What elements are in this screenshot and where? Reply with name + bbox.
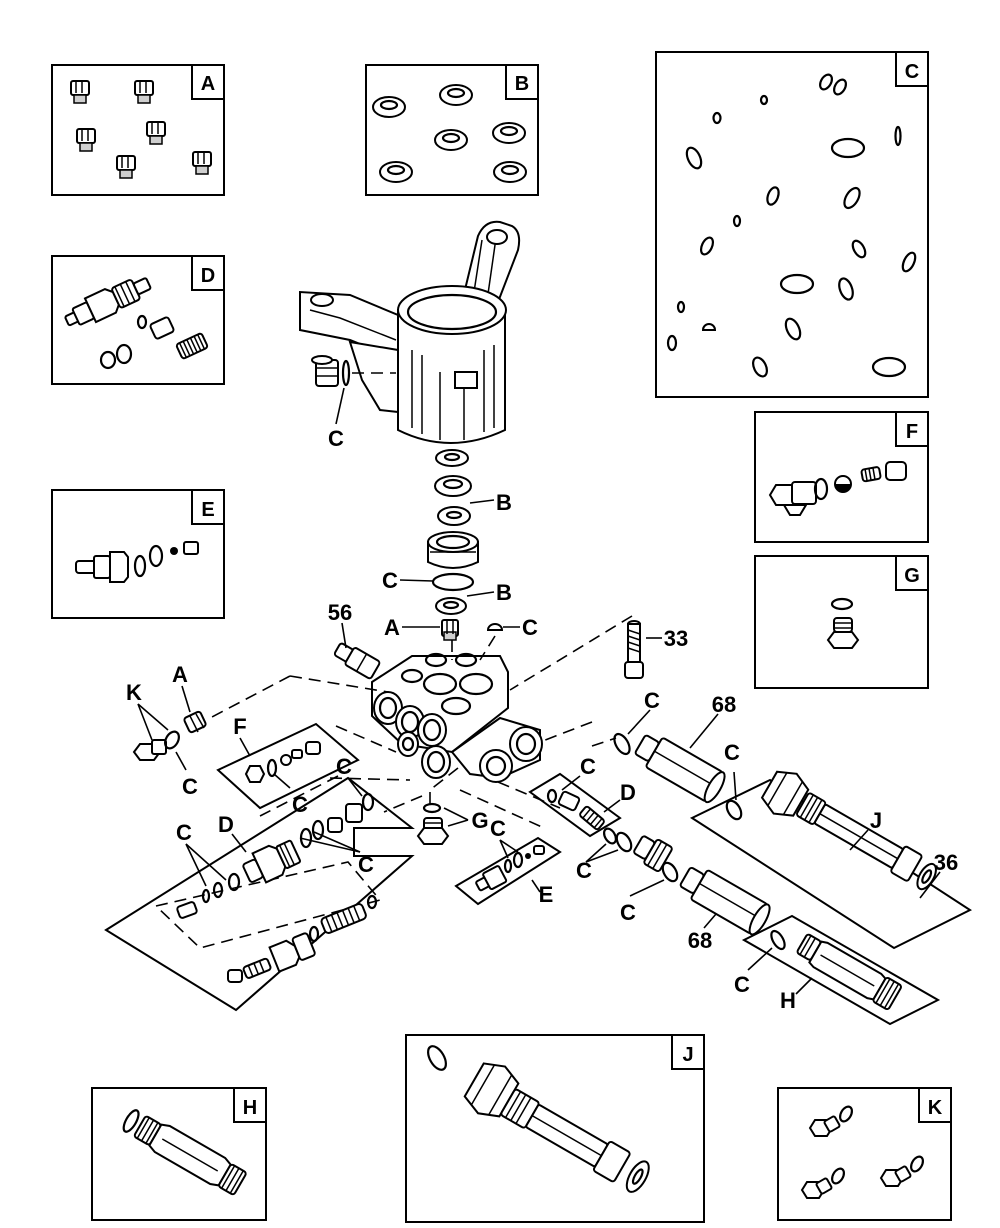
callout-d-left: D (218, 812, 234, 837)
callout-c-68-top: C (644, 688, 660, 713)
callout-c-68-bottom: C (620, 900, 636, 925)
callout-68-top: 68 (712, 692, 736, 717)
inset-d: D (51, 255, 225, 385)
callout-56: 56 (328, 600, 352, 625)
part-68-upper (613, 732, 726, 804)
plug-icon (768, 461, 907, 516)
callout-h-right: H (780, 988, 796, 1013)
callout-c-d-right: C (580, 754, 596, 779)
inset-h: H (91, 1087, 267, 1221)
assembly-h-group (741, 914, 941, 1026)
hose-connector-icon (427, 1045, 650, 1193)
extension-tube-icon (122, 1109, 247, 1196)
inset-g-label: G (904, 565, 920, 587)
callout-b-lower: B (496, 580, 512, 605)
spring-icon (175, 332, 209, 360)
callout-j-right: J (870, 808, 882, 833)
callout-a-valve: A (384, 615, 400, 640)
inset-c-label: C (905, 61, 919, 83)
callout-a-left: A (172, 662, 188, 687)
inset-b-label: B (515, 73, 529, 95)
callout-c-e: C (490, 816, 506, 841)
callout-c-plug: C (522, 615, 538, 640)
drain-plug-icon (826, 597, 860, 649)
o-ring-icon (666, 73, 917, 378)
assembly-j-group (689, 770, 973, 950)
inset-a: A (51, 64, 225, 196)
unloader-valve-icon (64, 277, 209, 370)
callout-c-j: C (724, 740, 740, 765)
callout-c-upper-d: C (336, 754, 352, 779)
fitting-icon (75, 541, 199, 583)
inset-f-label: F (906, 421, 918, 443)
assembly-dashed-lines (209, 615, 633, 829)
callout-b-upper: B (496, 490, 512, 515)
inset-k: K (777, 1087, 952, 1221)
callout-c-left: C (182, 774, 198, 799)
part-g-plug (416, 802, 450, 845)
callout-c-bottom-pair: C (576, 858, 592, 883)
inset-j: J (405, 1034, 705, 1223)
assembly-d-right (528, 772, 622, 838)
seal-icon (372, 84, 527, 183)
inset-c: C (655, 51, 929, 398)
callout-d-right: D (620, 780, 636, 805)
pump-manifold (371, 652, 543, 783)
assembly-e-group (454, 836, 562, 906)
callout-c-housing: C (328, 426, 344, 451)
inset-h-label: H (243, 1097, 257, 1119)
part-a-left (183, 710, 207, 734)
callout-33: 33 (664, 626, 688, 651)
callout-c-h: C (734, 972, 750, 997)
inset-k-label: K (928, 1097, 943, 1119)
inset-b: B (365, 64, 539, 196)
inset-a-label: A (201, 73, 215, 95)
callout-k-left: K (126, 680, 142, 705)
crankcase-housing (299, 220, 521, 444)
crankcase-drain-plug (311, 355, 396, 425)
callout-c-mid: C (382, 568, 398, 593)
inset-d-label: D (201, 265, 215, 287)
callout-e-center: E (539, 882, 554, 907)
seal-stack (427, 449, 504, 641)
inset-e-label: E (201, 499, 214, 521)
callout-c-d-a: C (176, 820, 192, 845)
plug-kit-icon (800, 1105, 924, 1199)
inset-e: E (51, 489, 225, 619)
callout-g-center: G (471, 808, 488, 833)
inset-f: F (754, 411, 929, 543)
callout-68-bottom: 68 (688, 928, 712, 953)
inset-j-label: J (682, 1044, 693, 1066)
callout-f-left: F (233, 714, 246, 739)
callout-c-d-b: C (358, 852, 374, 877)
assembly-d-group (104, 776, 415, 1012)
inset-g: G (754, 555, 929, 689)
assembly-f-group (216, 722, 360, 810)
part-68-lower (603, 827, 771, 936)
part-56-fitting (333, 642, 381, 680)
part-k-plug (132, 730, 180, 761)
part-33-bolt (624, 620, 644, 679)
check-valve-icon (70, 80, 212, 179)
callout-36: 36 (934, 850, 958, 875)
